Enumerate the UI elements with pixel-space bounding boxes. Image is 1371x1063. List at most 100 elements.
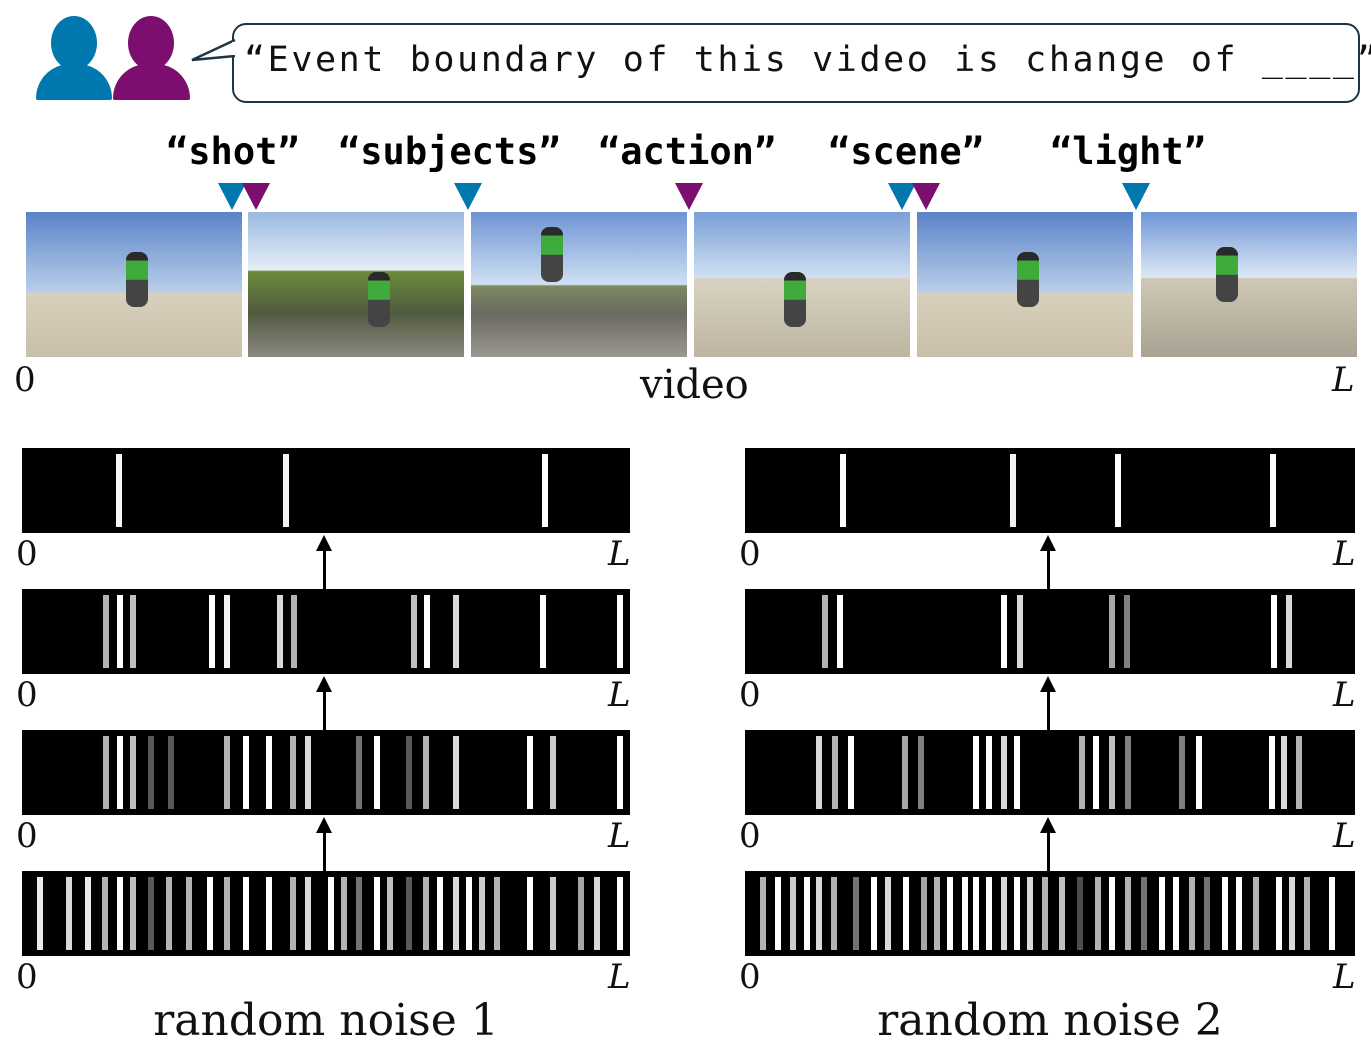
boundary-bar: [1079, 736, 1086, 809]
boundary-bar: [102, 877, 109, 950]
up-arrow-icon: [1040, 535, 1056, 589]
boundary-bar: [816, 877, 823, 950]
boundary-bar: [527, 877, 534, 950]
purple-boundary-marker: [242, 183, 270, 210]
boundary-bar: [884, 877, 891, 950]
boundary-bar: [901, 736, 908, 809]
boundary-strip-level-3: [745, 871, 1355, 956]
boundary-bar: [853, 877, 860, 950]
up-arrow-icon: [316, 817, 332, 871]
boundary-bar: [1276, 877, 1283, 950]
boundary-bar: [1189, 877, 1196, 950]
axis-start-label: 0: [739, 957, 761, 997]
boundary-bar: [340, 877, 347, 950]
boundary-bar: [466, 877, 473, 950]
boundary-bar: [774, 877, 781, 950]
boundary-strip-level-0: [22, 448, 630, 533]
boundary-bar: [803, 877, 810, 950]
boundary-bar: [1001, 595, 1008, 668]
boundary-bar: [1178, 736, 1185, 809]
boundary-bar: [423, 877, 430, 950]
boundary-bar: [185, 877, 192, 950]
boundary-bar: [327, 877, 334, 950]
boundary-bar: [305, 736, 312, 809]
boundary-bar: [760, 877, 767, 950]
boundary-bar: [616, 595, 623, 668]
axis-end-label: L: [608, 957, 631, 997]
boundary-bar: [223, 595, 230, 668]
speech-bubble-tail: [191, 38, 236, 62]
blue-boundary-marker: [218, 183, 246, 210]
axis-end-label: L: [608, 675, 631, 715]
boundary-bar: [1076, 877, 1083, 950]
axis-end-label: L: [1333, 534, 1356, 574]
boundary-bar: [616, 736, 623, 809]
skater-figure: [541, 227, 563, 282]
boundary-bar: [1095, 877, 1102, 950]
boundary-bar: [1000, 877, 1007, 950]
skater-figure: [1017, 252, 1039, 307]
boundary-bar: [209, 595, 216, 668]
boundary-bar: [1059, 877, 1066, 950]
boundary-bar: [266, 736, 273, 809]
boundary-strip-level-1: [745, 589, 1355, 674]
boundary-bar: [1114, 454, 1121, 527]
boundary-bar: [961, 877, 968, 950]
boundary-bar: [1109, 736, 1116, 809]
boundary-bar: [1009, 454, 1016, 527]
boundary-bar: [1304, 877, 1311, 950]
boundary-bar: [410, 595, 417, 668]
boundary-bar: [1140, 877, 1147, 950]
boundary-bar: [1222, 877, 1229, 950]
boundary-bar: [870, 877, 877, 950]
boundary-bar: [1286, 595, 1293, 668]
boundary-bar: [452, 736, 459, 809]
boundary-bar: [550, 736, 557, 809]
boundary-bar: [130, 877, 137, 950]
boundary-bar: [289, 736, 296, 809]
label-subjects: “subjects”: [338, 130, 561, 173]
panel-caption: random noise 1: [153, 995, 499, 1046]
boundary-bar: [816, 736, 823, 809]
boundary-bar: [1125, 736, 1132, 809]
skater-figure: [126, 252, 148, 307]
axis-start-label: 0: [16, 675, 38, 715]
video-frame-1: [26, 212, 242, 357]
boundary-bar: [1270, 454, 1277, 527]
boundary-bar: [972, 736, 979, 809]
boundary-strip-level-1: [22, 589, 630, 674]
boundary-bar: [832, 736, 839, 809]
axis-end-label: L: [1333, 816, 1356, 856]
boundary-bar: [1014, 736, 1021, 809]
purple-boundary-marker: [912, 183, 940, 210]
boundary-bar: [1158, 877, 1165, 950]
boundary-bar: [277, 595, 284, 668]
boundary-bar: [946, 877, 953, 950]
label-shot: “shot”: [166, 130, 300, 173]
video-frame-5: [917, 212, 1133, 357]
boundary-bar: [130, 595, 137, 668]
boundary-bar: [1042, 877, 1049, 950]
up-arrow-icon: [1040, 817, 1056, 871]
blue-boundary-marker: [1122, 183, 1150, 210]
label-action: “action”: [598, 130, 777, 173]
boundary-bar: [848, 736, 855, 809]
boundary-bar: [903, 877, 910, 950]
boundary-strip-level-3: [22, 871, 630, 956]
boundary-bar: [242, 736, 249, 809]
axis-end-label: L: [1333, 675, 1356, 715]
video-frame-6: [1141, 212, 1357, 357]
boundary-bar: [1093, 736, 1100, 809]
boundary-bar: [116, 736, 123, 809]
boundary-bar: [356, 877, 363, 950]
boundary-bar: [437, 877, 444, 950]
boundary-bar: [116, 454, 123, 527]
boundary-bar: [405, 736, 412, 809]
boundary-bar: [527, 736, 534, 809]
video-axis-end: L: [1332, 360, 1355, 400]
boundary-bar: [789, 877, 796, 950]
boundary-bar: [116, 595, 123, 668]
blue-boundary-marker: [888, 183, 916, 210]
boundary-bar: [37, 877, 44, 950]
boundary-bar: [1280, 736, 1287, 809]
